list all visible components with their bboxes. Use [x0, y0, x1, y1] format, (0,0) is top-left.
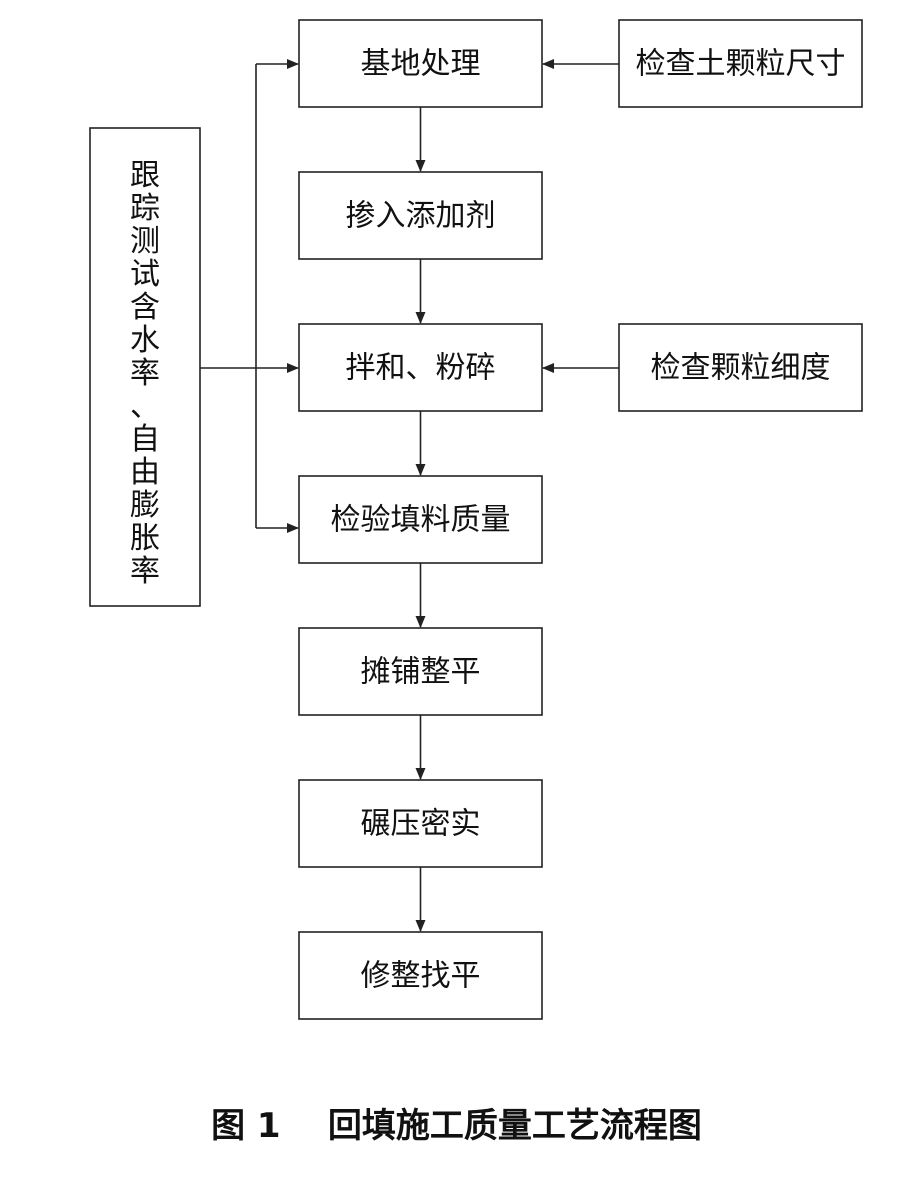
step-trim-level-label: 修整找平: [361, 959, 481, 994]
side-tracking-char: 试: [130, 257, 160, 292]
side-tracking-char: 含: [130, 290, 160, 325]
check-particle-fineness-label: 检查颗粒细度: [651, 351, 831, 386]
side-tracking-char: 测: [130, 224, 160, 259]
step-add-additive-label: 掺入添加剂: [346, 199, 496, 234]
check-soil-particle-size: 检查土颗粒尺寸: [618, 19, 863, 108]
side-tracking-char: 率: [130, 554, 160, 589]
side-tracking-char: 、: [130, 389, 160, 424]
figure-caption: 图 1 回填施工质量工艺流程图: [211, 1106, 702, 1146]
side-tracking-char: 踪: [130, 191, 160, 226]
step-trim-level: 修整找平: [298, 931, 543, 1020]
step-spread-level: 摊铺整平: [298, 627, 543, 716]
step-compact-label: 碾压密实: [361, 807, 481, 842]
side-tracking-label: 跟踪测试含水率、自由膨胀率: [130, 158, 160, 589]
step-base-treatment: 基地处理: [298, 19, 543, 108]
side-tracking-char: 水: [130, 323, 160, 358]
side-tracking-char: 膨: [130, 488, 160, 523]
side-tracking-char: 胀: [130, 521, 160, 556]
step-compact: 碾压密实: [298, 779, 543, 868]
step-inspect-fill-quality: 检验填料质量: [298, 475, 543, 564]
side-tracking-box: 跟踪测试含水率、自由膨胀率: [89, 127, 201, 607]
step-inspect-fill-quality-label: 检验填料质量: [331, 503, 511, 538]
flowchart: 基地处理 掺入添加剂 拌和、粉碎 检验填料质量 摊铺整平 碾压密实 修整找平 检…: [89, 19, 863, 1020]
side-tracking-char: 由: [130, 455, 160, 490]
check-soil-particle-size-label: 检查土颗粒尺寸: [636, 47, 846, 82]
side-tracking-char: 跟: [130, 158, 160, 193]
step-add-additive: 掺入添加剂: [298, 171, 543, 260]
side-tracking-char: 率: [130, 356, 160, 391]
step-spread-level-label: 摊铺整平: [361, 655, 481, 690]
check-particle-fineness: 检查颗粒细度: [618, 323, 863, 412]
step-mix-crush: 拌和、粉碎: [298, 323, 543, 412]
side-tracking-char: 自: [130, 422, 160, 457]
step-mix-crush-label: 拌和、粉碎: [346, 351, 496, 386]
step-base-treatment-label: 基地处理: [361, 47, 481, 82]
